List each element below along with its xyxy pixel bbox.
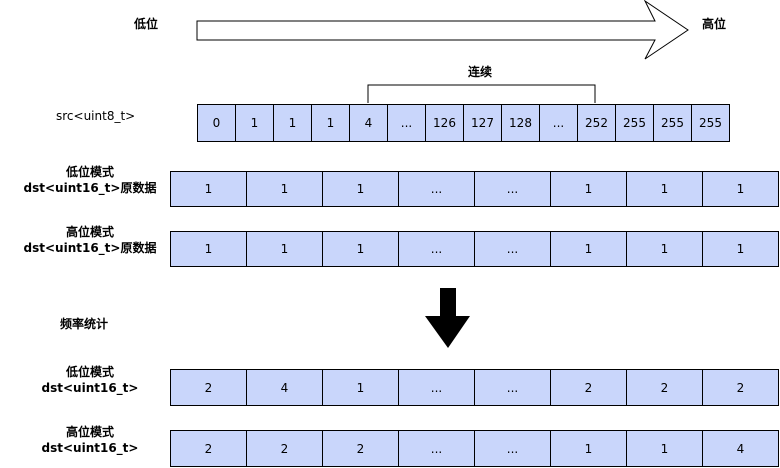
high-result-cell: ... [474,430,551,467]
high-label: 高位 [702,17,727,31]
high-result-cell: 2 [170,430,247,467]
low-result-cell: ... [474,369,551,406]
high-result-cell: ... [398,430,475,467]
low-raw-row: 1 1 1 ... ... 1 1 1 [170,171,779,207]
low-result-label: 低位模式 dst<uint16_t> [10,364,170,396]
low-result-cell: ... [398,369,475,406]
high-result-cell: 1 [550,430,627,467]
src-cell: ... [387,104,426,142]
freq-label: 频率统计 [60,317,109,331]
low-label: 低位 [134,17,159,31]
high-result-cell: 2 [246,430,323,467]
src-row: 0 1 1 1 4 ... 126 127 128 ... 252 255 25… [197,104,730,142]
low-result-cell: 1 [322,369,399,406]
high-raw-label-line2: dst<uint16_t>原数据 [23,241,157,255]
high-raw-cell: ... [474,231,551,267]
low-result-cell: 2 [626,369,703,406]
high-result-label: 高位模式 dst<uint16_t> [10,424,170,456]
high-raw-row: 1 1 1 ... ... 1 1 1 [170,231,779,267]
low-raw-cell: 1 [322,171,399,207]
high-raw-cell: ... [398,231,475,267]
low-result-cell: 4 [246,369,323,406]
low-raw-cell: ... [398,171,475,207]
high-result-label-line2: dst<uint16_t> [41,441,139,455]
low-raw-cell: 1 [170,171,247,207]
high-result-row: 2 2 2 ... ... 1 1 4 [170,430,779,467]
high-raw-cell: 1 [322,231,399,267]
low-raw-cell: 1 [626,171,703,207]
high-result-cell: 1 [626,430,703,467]
low-raw-cell: 1 [550,171,627,207]
src-label: src<uint8_t> [56,109,136,123]
low-raw-label: 低位模式 dst<uint16_t>原数据 [10,164,170,196]
src-cell: 252 [577,104,616,142]
src-cell: 1 [311,104,350,142]
src-cell: 255 [653,104,692,142]
src-cell: 1 [235,104,274,142]
src-cell: 128 [501,104,540,142]
src-cell: 127 [463,104,502,142]
low-result-label-line2: dst<uint16_t> [41,381,139,395]
src-cell: ... [539,104,578,142]
high-raw-cell: 1 [550,231,627,267]
src-cell: 255 [615,104,654,142]
low-raw-label-line2: dst<uint16_t>原数据 [23,181,157,195]
src-cell: 126 [425,104,464,142]
low-result-cell: 2 [702,369,779,406]
high-result-cell: 2 [322,430,399,467]
high-raw-cell: 1 [626,231,703,267]
src-cell: 0 [197,104,236,142]
low-result-cell: 2 [170,369,247,406]
continuous-label: 连续 [468,65,493,79]
continuous-bracket [367,84,596,103]
src-cell: 4 [349,104,388,142]
src-cell: 1 [273,104,312,142]
high-raw-cell: 1 [170,231,247,267]
low-raw-cell: 1 [702,171,779,207]
high-raw-cell: 1 [702,231,779,267]
low-raw-cell: 1 [246,171,323,207]
low-result-label-line1: 低位模式 [65,365,114,379]
high-result-label-line1: 高位模式 [65,425,114,439]
low-result-row: 2 4 1 ... ... 2 2 2 [170,369,779,406]
high-raw-label: 高位模式 dst<uint16_t>原数据 [10,224,170,256]
low-raw-cell: ... [474,171,551,207]
down-arrow-icon [425,288,470,348]
low-result-cell: 2 [550,369,627,406]
high-raw-label-line1: 高位模式 [65,225,114,239]
low-raw-label-line1: 低位模式 [65,165,114,179]
direction-arrow-icon [196,0,689,60]
src-cell: 255 [691,104,730,142]
high-raw-cell: 1 [246,231,323,267]
high-result-cell: 4 [702,430,779,467]
